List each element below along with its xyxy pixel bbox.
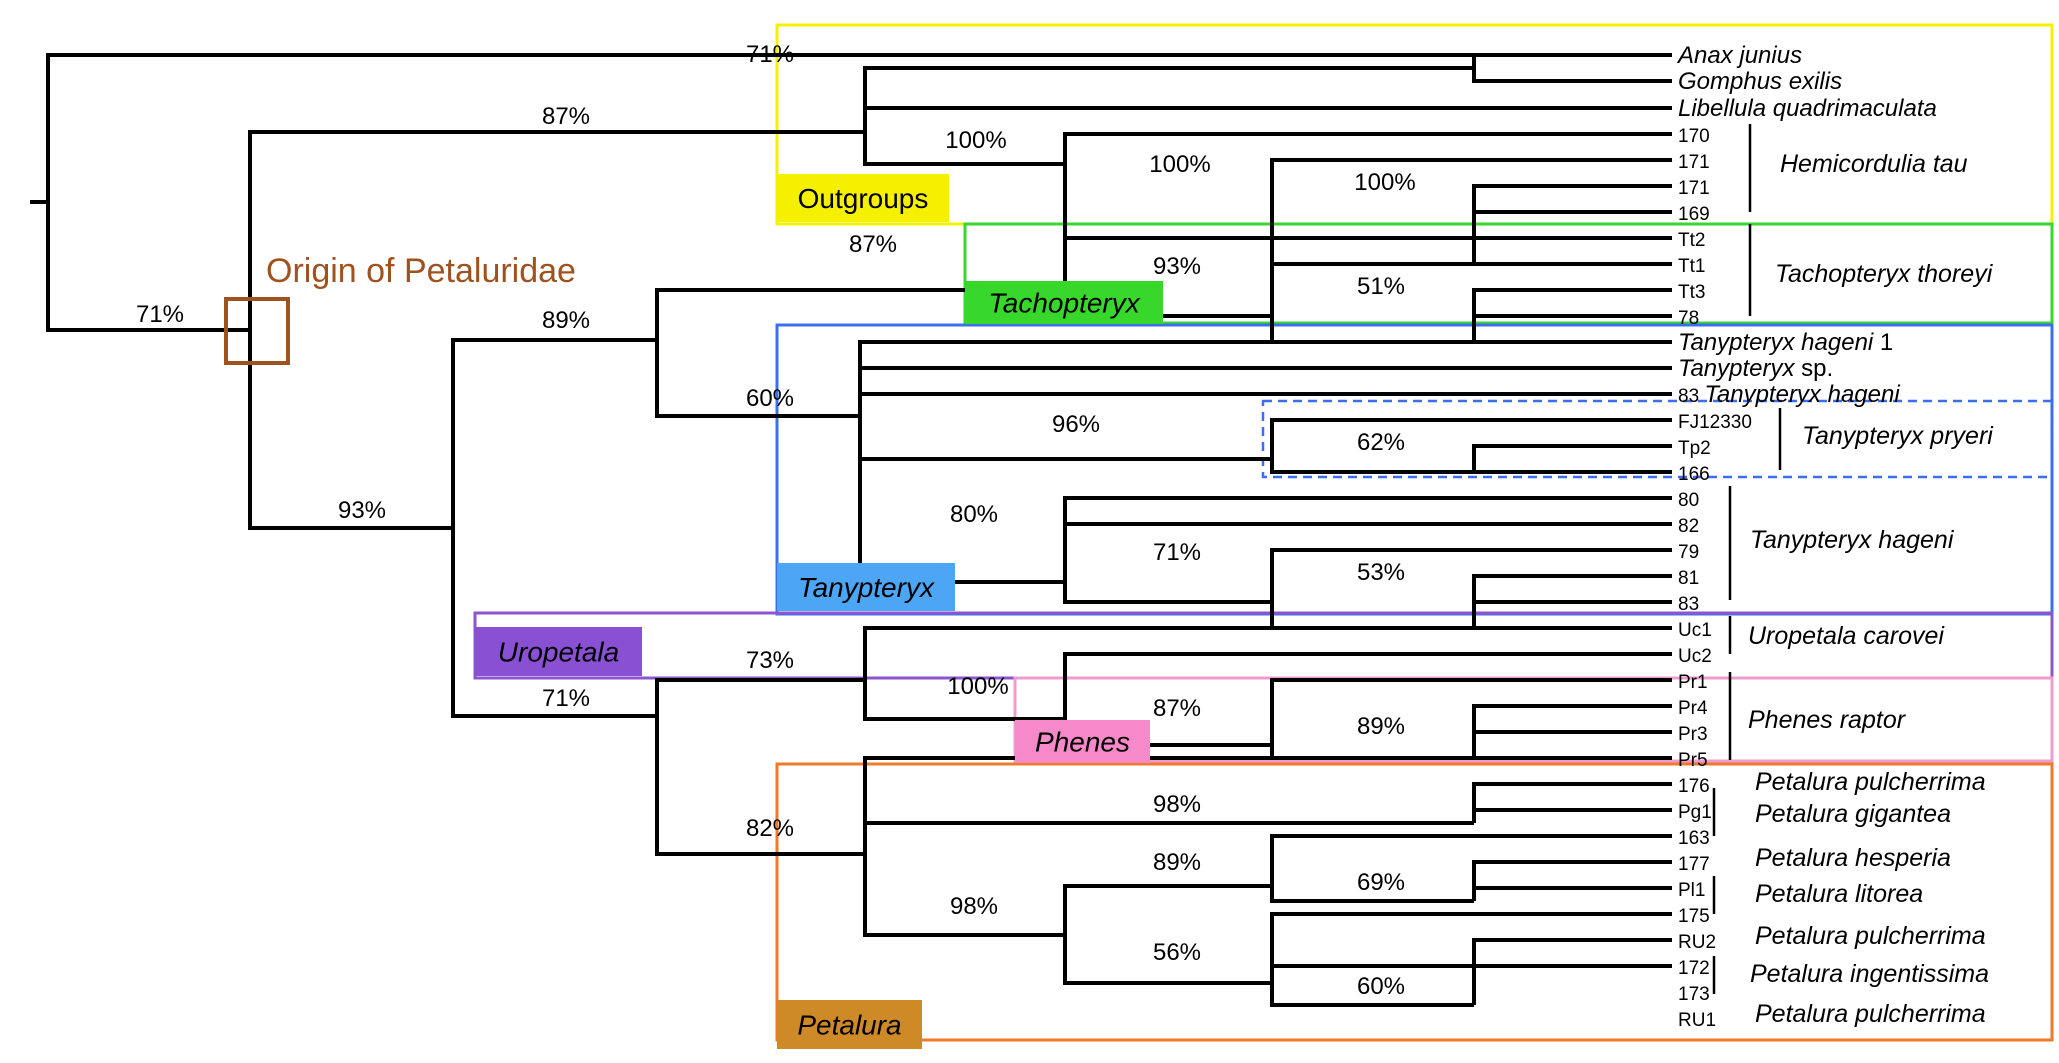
support-value: 71% bbox=[136, 301, 184, 328]
petalura-group-box bbox=[775, 762, 2054, 1042]
tip-label: FJ12330 bbox=[1678, 412, 1752, 433]
tip-label: 79 bbox=[1678, 542, 1699, 563]
tip-label: 172 bbox=[1678, 958, 1710, 979]
support-value: 69% bbox=[1357, 869, 1405, 896]
species-label: Tanypteryx pryeri bbox=[1802, 422, 1994, 450]
tip-label: 163 bbox=[1678, 828, 1710, 849]
tip-label: 81 bbox=[1678, 568, 1699, 589]
tip-label: RU1 bbox=[1678, 1010, 1716, 1031]
species-label: Phenes raptor bbox=[1748, 706, 1907, 734]
species-label: Petalura pulcherrima bbox=[1755, 1000, 1986, 1028]
tip-label: Uc1 bbox=[1678, 620, 1712, 641]
support-value: 60% bbox=[1357, 973, 1405, 1000]
support-value: 93% bbox=[1153, 253, 1201, 280]
tip-label: Pr4 bbox=[1678, 698, 1708, 719]
tip-label: Tt2 bbox=[1678, 230, 1705, 251]
support-value: 62% bbox=[1357, 429, 1405, 456]
species-label: Tachopteryx thoreyi bbox=[1775, 260, 1994, 288]
uropetala-tag-label: Uropetala bbox=[498, 637, 619, 668]
support-value: 87% bbox=[542, 103, 590, 130]
support-value: 56% bbox=[1153, 939, 1201, 966]
tip-label: 166 bbox=[1678, 464, 1710, 485]
support-value: 51% bbox=[1357, 273, 1405, 300]
phenes-tag bbox=[1015, 720, 1150, 763]
support-value: 80% bbox=[950, 501, 998, 528]
tip-label: 169 bbox=[1678, 204, 1710, 225]
tip-label: 175 bbox=[1678, 906, 1710, 927]
support-value: 71% bbox=[746, 41, 794, 68]
tanypteryx-tag bbox=[777, 563, 955, 611]
tip-label: 78 bbox=[1678, 308, 1699, 329]
support-value: 100% bbox=[947, 673, 1008, 700]
tip-label: Gomphus exilis bbox=[1678, 68, 1842, 95]
support-value: 89% bbox=[1357, 713, 1405, 740]
tachopteryx-tag-label: Tachopteryx bbox=[988, 288, 1140, 319]
support-value: 93% bbox=[338, 497, 386, 524]
tip-label: Pr5 bbox=[1678, 750, 1708, 771]
support-value: 82% bbox=[746, 815, 794, 842]
support-value: 89% bbox=[1153, 849, 1201, 876]
species-label: Tanypteryx hageni bbox=[1750, 526, 1955, 554]
support-value: 98% bbox=[1153, 791, 1201, 818]
tip-label: 171 bbox=[1678, 152, 1710, 173]
species-label: Petalura hesperia bbox=[1755, 844, 1951, 872]
species-label: Petalura litorea bbox=[1755, 880, 1923, 908]
tip-label: Pg1 bbox=[1678, 802, 1712, 823]
species-label: Petalura gigantea bbox=[1755, 800, 1951, 828]
tip-label: RU2 bbox=[1678, 932, 1716, 953]
support-value: 100% bbox=[945, 127, 1006, 154]
tanypteryx-tag-label: Tanypteryx bbox=[798, 572, 935, 603]
petalura-tag bbox=[777, 1000, 922, 1049]
tachopteryx-group-box bbox=[963, 222, 2054, 325]
support-value: 60% bbox=[746, 385, 794, 412]
tip-label: Tanypteryx sp. bbox=[1678, 355, 1833, 382]
petalura-tag-label: Petalura bbox=[797, 1010, 901, 1041]
tip-label: 176 bbox=[1678, 776, 1710, 797]
species-label: Petalura pulcherrima bbox=[1755, 922, 1986, 950]
tip-label: Pl1 bbox=[1678, 880, 1705, 901]
support-value: 71% bbox=[1153, 539, 1201, 566]
tip-label: 83 Tanypteryx hageni bbox=[1678, 381, 1900, 408]
origin-label: Origin of Petaluridae bbox=[266, 252, 576, 290]
tip-label: 83 bbox=[1678, 594, 1699, 615]
tip-label: Pr1 bbox=[1678, 672, 1708, 693]
species-label: Petalura pulcherrima bbox=[1755, 768, 1986, 796]
tip-label: 80 bbox=[1678, 490, 1699, 511]
pryeri-dashed-box bbox=[1261, 399, 2054, 479]
support-value: 98% bbox=[950, 893, 998, 920]
tip-label: 82 bbox=[1678, 516, 1699, 537]
tip-label: Tp2 bbox=[1678, 438, 1711, 459]
support-value: 100% bbox=[1354, 169, 1415, 196]
support-value: 89% bbox=[542, 307, 590, 334]
tree-branches bbox=[30, 53, 1672, 1007]
outgroups-tag-label: Outgroups bbox=[798, 183, 929, 214]
support-value: 100% bbox=[1149, 151, 1210, 178]
species-label: Uropetala carovei bbox=[1748, 622, 1945, 650]
phenes-tag-label: Phenes bbox=[1035, 727, 1130, 758]
tachopteryx-tag bbox=[965, 281, 1163, 324]
tip-label: 173 bbox=[1678, 984, 1710, 1005]
tip-label: 170 bbox=[1678, 126, 1710, 147]
tip-label: 177 bbox=[1678, 854, 1710, 875]
species-label: Petalura ingentissima bbox=[1750, 960, 1989, 988]
uropetala-tag bbox=[475, 627, 642, 676]
tip-label: Tt1 bbox=[1678, 256, 1705, 277]
support-value: 53% bbox=[1357, 559, 1405, 586]
support-value: 96% bbox=[1052, 411, 1100, 438]
support-value: 73% bbox=[746, 647, 794, 674]
tip-label: Tanypteryx hageni 1 bbox=[1678, 329, 1893, 356]
support-value: 87% bbox=[849, 231, 897, 258]
tip-label: 171 bbox=[1678, 178, 1710, 199]
tip-label: Tt3 bbox=[1678, 282, 1705, 303]
tip-label: Anax junius bbox=[1676, 42, 1802, 69]
species-label: Hemicordulia tau bbox=[1780, 150, 1968, 178]
tip-label: Pr3 bbox=[1678, 724, 1708, 745]
tip-label: Libellula quadrimaculata bbox=[1678, 95, 1937, 122]
origin-marker bbox=[224, 297, 290, 365]
support-value: 87% bbox=[1153, 695, 1201, 722]
support-value: 71% bbox=[542, 685, 590, 712]
outgroups-tag bbox=[777, 174, 949, 222]
tip-label: Uc2 bbox=[1678, 646, 1712, 667]
